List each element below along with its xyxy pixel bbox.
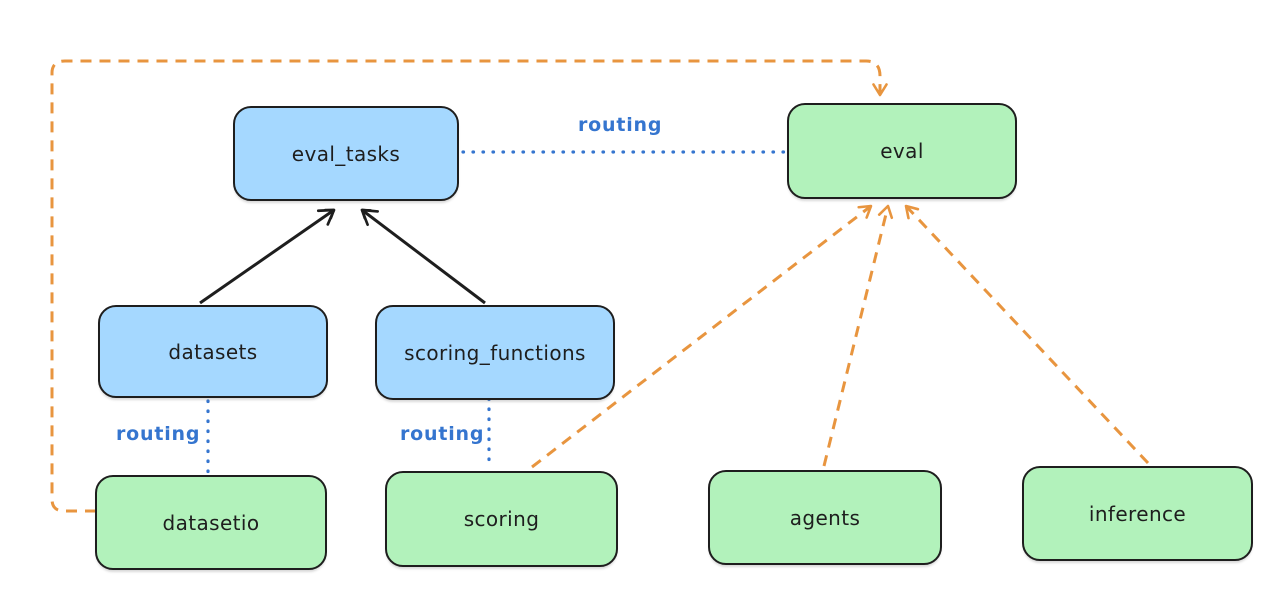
node-eval_tasks: eval_tasks <box>233 106 459 201</box>
edge-datasets-to-eval_tasks <box>199 208 336 305</box>
edge-scoring-to-eval <box>531 204 873 469</box>
edge-label-routing-scoring: routing <box>400 423 485 445</box>
node-label: inference <box>1088 501 1187 526</box>
edge-inference-to-eval <box>904 204 1150 465</box>
edge-datasetio-to-eval <box>50 59 888 513</box>
node-agents: agents <box>708 470 942 565</box>
node-scoring: scoring <box>385 471 618 567</box>
edge-scoring_functions-to-eval_tasks <box>360 208 486 305</box>
node-label: scoring <box>463 507 540 531</box>
node-inference: inference <box>1022 466 1253 561</box>
edge-agents-to-eval <box>822 204 894 467</box>
edge-label-routing-datasetio: routing <box>116 423 201 445</box>
node-label: datasets <box>168 339 258 364</box>
node-label: agents <box>789 505 861 530</box>
node-label: eval_tasks <box>291 141 401 166</box>
node-label: datasetio <box>162 510 260 535</box>
node-datasets: datasets <box>98 305 328 398</box>
node-label: scoring_functions <box>404 340 586 365</box>
node-datasetio: datasetio <box>95 475 327 570</box>
node-scoring-functions: scoring_functions <box>375 305 615 400</box>
node-label: eval <box>880 139 924 163</box>
edge-label-routing-top: routing <box>578 114 663 136</box>
node-eval: eval <box>787 103 1017 199</box>
